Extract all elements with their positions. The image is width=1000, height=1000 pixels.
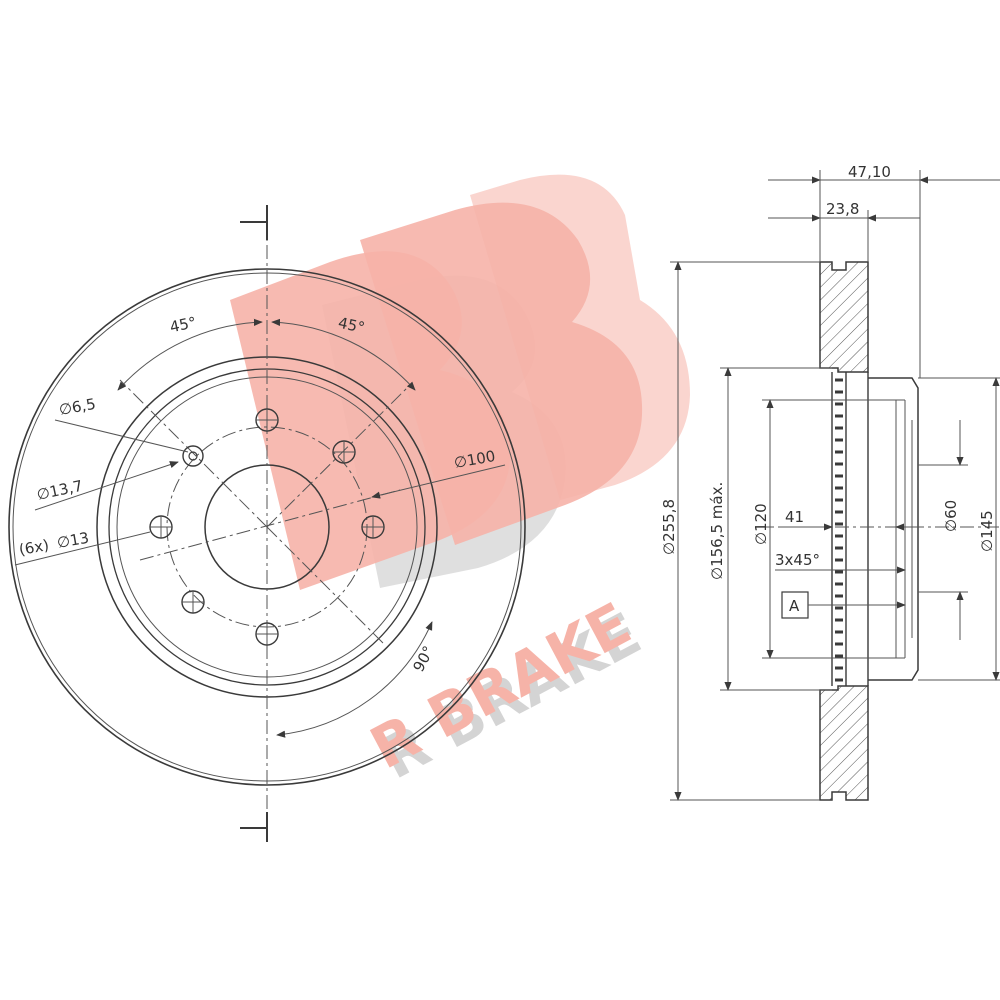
flange-dia-label: ∅145 xyxy=(978,510,996,552)
angle-90-label: 90° xyxy=(409,643,437,675)
bolt-holes xyxy=(149,408,385,646)
outer-dia-label: ∅255,8 xyxy=(660,499,678,555)
hub-dia-label: ∅120 xyxy=(752,503,770,545)
section-cut-bottom xyxy=(240,812,268,842)
leader-13-7 xyxy=(34,461,179,511)
brake-ring-top-section xyxy=(819,261,869,373)
depth-label: 41 xyxy=(785,508,804,526)
angle-left-label: 45° xyxy=(168,313,198,336)
r-brake-logo-watermark: R BRAKE R BRAKE xyxy=(230,174,690,792)
datum-box xyxy=(781,591,809,619)
max-dia-label: ∅156,5 máx. xyxy=(708,482,726,580)
side-section-view: 47,10 23,8 ∅255,8 ∅156,5 máx. ∅120 ∅60 ∅… xyxy=(660,163,1000,801)
logo-r-shape xyxy=(230,174,690,591)
section-cut-top xyxy=(240,205,268,240)
leader-6-5 xyxy=(54,419,189,453)
diag-centerline-left xyxy=(119,379,268,528)
vent-slots xyxy=(835,378,843,682)
datum-label: A xyxy=(789,597,800,615)
small-hole-inner xyxy=(188,451,198,461)
small-hole-outer xyxy=(182,445,204,467)
bolt-hole-dia-label: ∅6,5 xyxy=(58,395,97,419)
diag-centerline-right xyxy=(266,384,411,528)
brake-ring-bottom-section xyxy=(819,685,869,801)
horizontal-centerline xyxy=(139,489,401,561)
diag-centerline-lower xyxy=(266,526,386,646)
angle-arc-right xyxy=(271,318,416,391)
angle-arc-left xyxy=(117,318,263,391)
total-width-label: 47,10 xyxy=(848,163,891,181)
angle-arc-90 xyxy=(276,621,433,738)
angle-right-label: 45° xyxy=(337,314,367,337)
leader-100 xyxy=(371,464,506,499)
leader-13 xyxy=(14,531,151,566)
hole-inner-label: ∅13 xyxy=(56,529,91,552)
hat-outer-circle xyxy=(108,368,426,686)
holes-count-label: (6x) xyxy=(18,536,51,559)
bore-dia-label: ∅60 xyxy=(942,500,960,532)
thickness-label: 23,8 xyxy=(826,200,859,218)
hole-outer-label: ∅13,7 xyxy=(35,477,84,504)
hat-section xyxy=(831,372,919,686)
chamfer-label: 3x45° xyxy=(775,551,820,569)
disc-outer-circle xyxy=(8,268,526,786)
